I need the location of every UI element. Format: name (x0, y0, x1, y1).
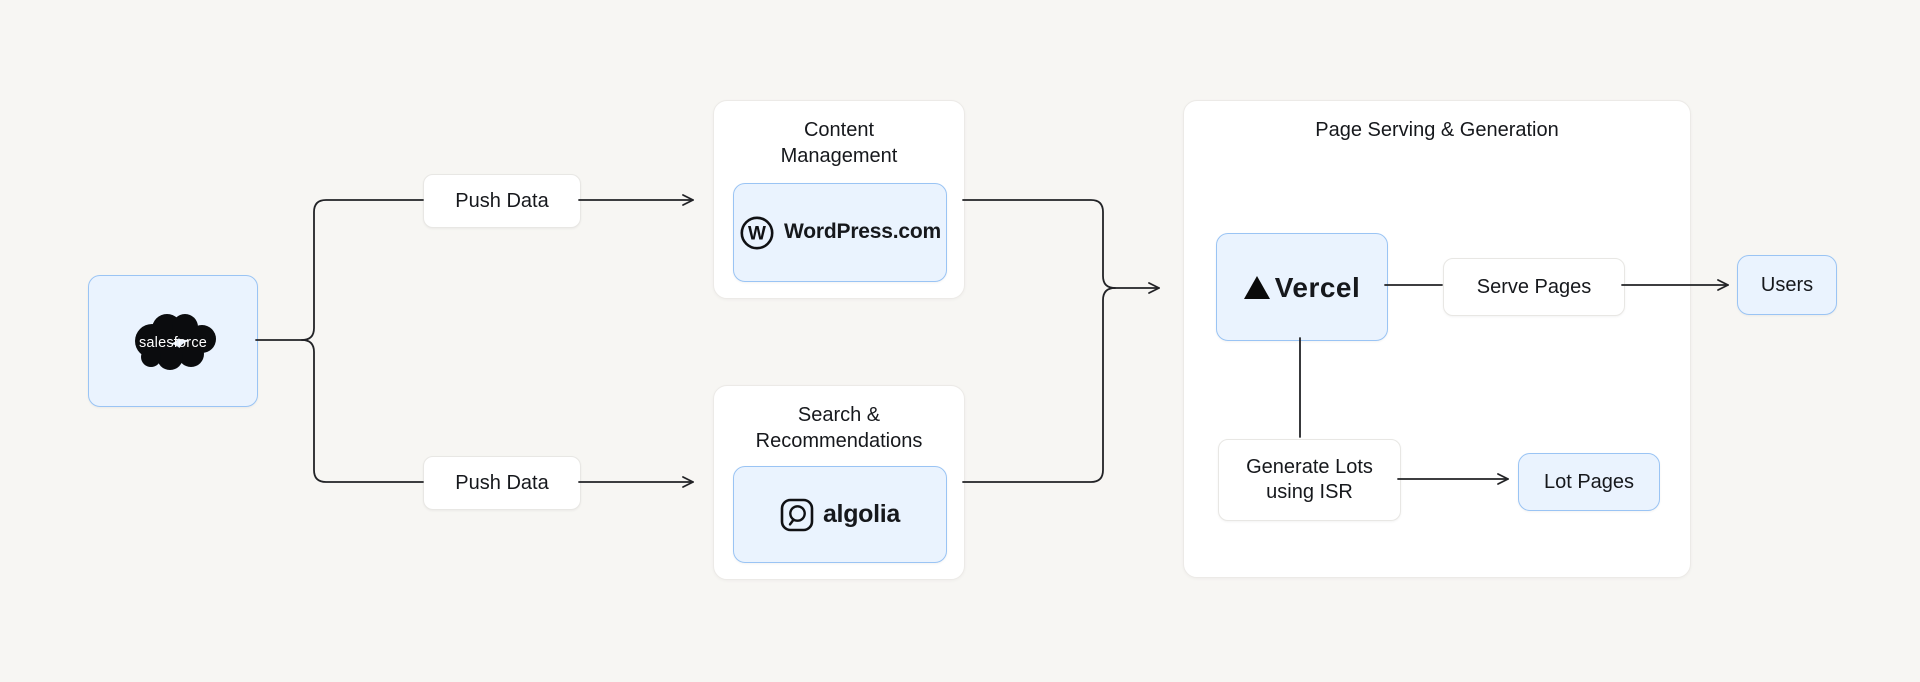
generate-lots-node[interactable]: Generate Lots using ISR (1218, 439, 1401, 521)
edge-search-recommendations-to-merge (962, 287, 1116, 483)
lot-pages-label: Lot Pages (1543, 470, 1635, 493)
content-management-group: Content Management W WordPress.com (713, 100, 965, 299)
salesforce-cloud-icon: salesforce (135, 314, 216, 370)
salesforce-node[interactable]: salesforce (88, 275, 258, 407)
users-node[interactable]: Users (1737, 255, 1837, 315)
wordpress-node[interactable]: W WordPress.com (733, 183, 947, 282)
search-recommendations-group: Search & Recommendations algolia (713, 385, 965, 580)
algolia-label: algolia (822, 499, 901, 528)
push-data-bottom-node[interactable]: Push Data (423, 456, 581, 510)
content-management-title: Content Management (780, 119, 898, 167)
wordpress-icon: W (740, 216, 774, 249)
edge-salesforce-to-push-data-bottom (301, 339, 424, 483)
users-label: Users (1760, 273, 1814, 296)
lot-pages-node[interactable]: Lot Pages (1518, 453, 1660, 511)
page-serving-group: Page Serving & Generation Vercel Serve P… (1183, 100, 1691, 578)
svg-text:W: W (748, 223, 766, 244)
page-serving-title: Page Serving & Generation (1315, 119, 1559, 141)
edge-salesforce-to-push-data-top (301, 199, 424, 341)
serve-pages-label: Serve Pages (1476, 275, 1592, 298)
serve-pages-node[interactable]: Serve Pages (1443, 258, 1625, 316)
edge-content-management-to-merge (962, 199, 1116, 289)
push-data-top-label: Push Data (455, 189, 549, 212)
vercel-triangle-icon (1243, 275, 1270, 299)
algolia-node[interactable]: algolia (733, 466, 947, 563)
push-data-bottom-label: Push Data (455, 471, 549, 494)
algolia-icon (780, 498, 814, 531)
search-recommendations-title: Search & Recommendations (755, 404, 923, 452)
vercel-node[interactable]: Vercel (1216, 233, 1388, 341)
push-data-top-node[interactable]: Push Data (423, 174, 581, 228)
salesforce-wordmark: salesforce (139, 335, 207, 351)
vercel-label: Vercel (1274, 271, 1361, 303)
wordpress-label: WordPress.com (784, 220, 941, 244)
generate-lots-label: Generate Lots using ISR (1246, 456, 1373, 503)
